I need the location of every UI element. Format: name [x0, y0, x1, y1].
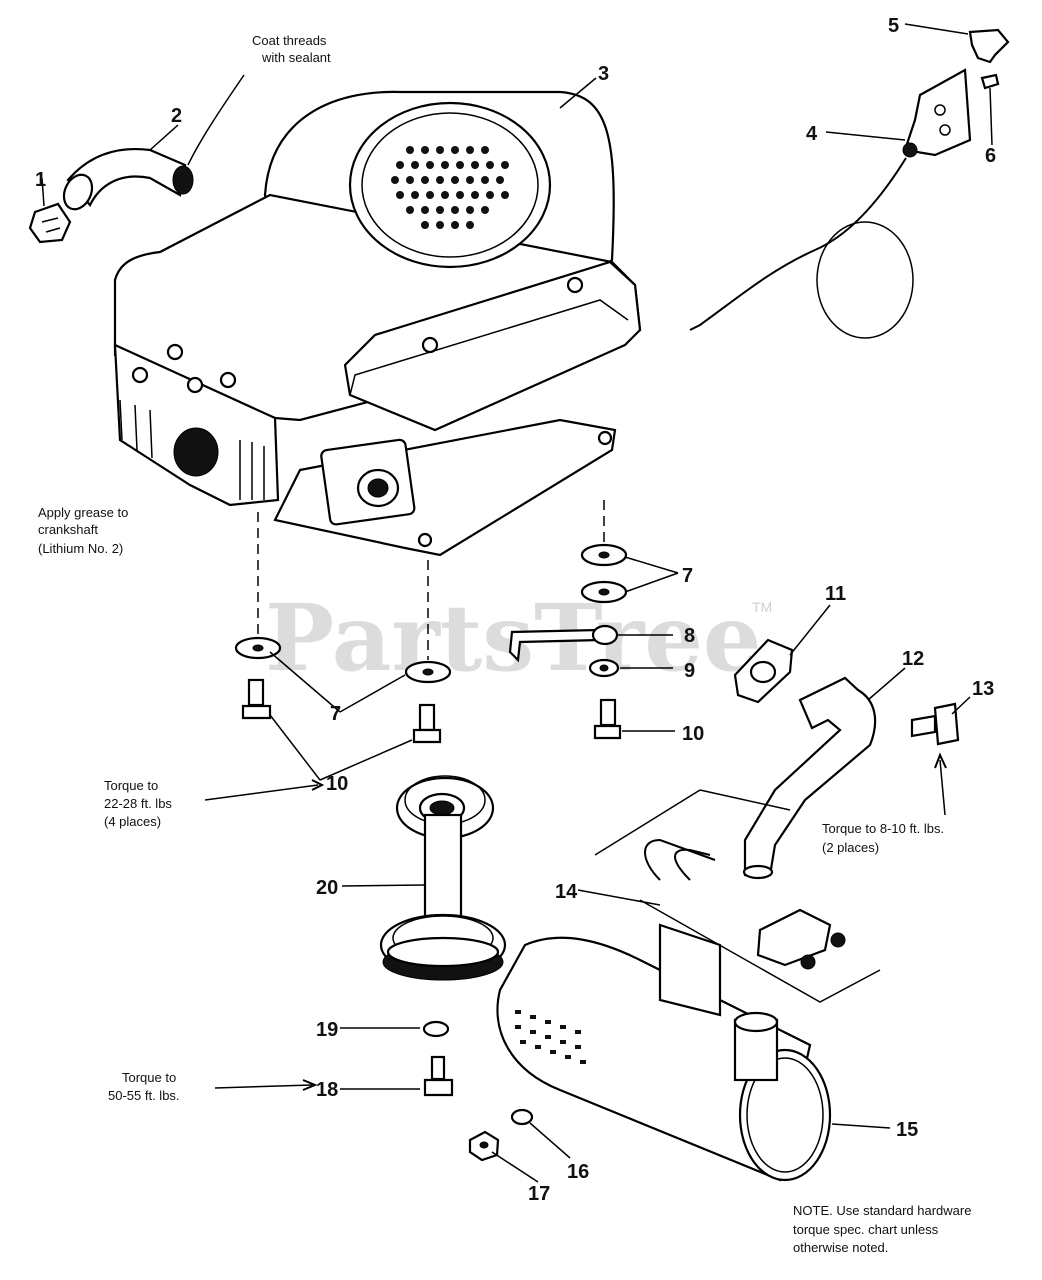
callout-12: 12: [902, 648, 924, 670]
part-9-washer[interactable]: [588, 658, 620, 678]
part-10-bolt-mid[interactable]: [412, 703, 442, 744]
part-8-bracket[interactable]: [508, 624, 619, 663]
callout-10-left: 10: [326, 773, 348, 795]
watermark-tm: TM: [752, 599, 772, 615]
note-torque50-line-1: Torque to: [122, 1070, 176, 1085]
part-6-screw[interactable]: [980, 73, 1000, 90]
callout-5: 5: [888, 15, 899, 37]
note-grease-line-1: Apply grease to: [38, 505, 128, 520]
part-10-bolt-right[interactable]: [593, 698, 622, 740]
callout-13: 13: [972, 678, 994, 700]
callout-2: 2: [171, 105, 182, 127]
callout-16: 16: [567, 1161, 589, 1183]
note-torque8-line-1: Torque to 8-10 ft. lbs.: [822, 821, 944, 836]
callout-20: 20: [316, 877, 338, 899]
callout-18: 18: [316, 1079, 338, 1101]
note-standard-line-2: torque spec. chart unless: [793, 1222, 939, 1237]
callout-7-left: 7: [330, 703, 341, 725]
callout-9: 9: [684, 660, 695, 682]
note-torque50-line-2: 50-55 ft. lbs.: [108, 1088, 180, 1103]
part-7-washer-mid[interactable]: [404, 660, 452, 684]
engine-assembly[interactable]: [113, 90, 642, 557]
callout-4: 4: [806, 123, 818, 145]
callout-3: 3: [598, 63, 609, 85]
note-torque22-line-3: (4 places): [104, 814, 161, 829]
leader-lines: [41, 23, 993, 1183]
callout-numbers: 1 2 3 4 5 6 7 7 8 9 10 10 11 12 13 14 15…: [35, 15, 996, 1205]
callout-1: 1: [35, 169, 46, 191]
callout-19: 19: [316, 1019, 338, 1041]
note-torque22-line-2: 22-28 ft. lbs: [104, 796, 172, 811]
part-11-gasket[interactable]: [733, 638, 794, 704]
callout-7-right: 7: [682, 565, 693, 587]
part-12-exhaust-pipe[interactable]: [742, 676, 877, 880]
part-7-washer-right-bottom[interactable]: [580, 580, 628, 604]
callout-17: 17: [528, 1183, 550, 1205]
note-grease-line-2: crankshaft: [38, 522, 98, 537]
note-torque22-line-1: Torque to: [104, 778, 158, 793]
note-standard-line-3: otherwise noted.: [793, 1240, 888, 1255]
part-15-muffler[interactable]: [496, 923, 832, 1182]
note-coat-line-1: Coat threads: [252, 33, 327, 48]
part-4-throttle-control[interactable]: [689, 68, 972, 339]
callout-10-right: 10: [682, 723, 704, 745]
part-14-clamp-kit[interactable]: [594, 789, 881, 1003]
part-7-washer-left[interactable]: [234, 636, 282, 660]
note-grease-line-3: (Lithium No. 2): [38, 541, 123, 556]
note-coat-line-2: with sealant: [261, 50, 331, 65]
part-13-bolt[interactable]: [910, 702, 960, 746]
callout-6: 6: [985, 145, 996, 167]
part-2-elbow[interactable]: [59, 147, 194, 214]
part-7-washer-right-top[interactable]: [580, 543, 628, 567]
notes: Coat threads with sealant Apply grease t…: [38, 33, 971, 1255]
part-1-cap[interactable]: [28, 202, 72, 244]
part-16-lockwasher[interactable]: [510, 1108, 534, 1126]
part-18-bolt[interactable]: [423, 1055, 454, 1097]
part-17-nut[interactable]: [468, 1130, 500, 1162]
part-19-lockwasher[interactable]: [422, 1020, 450, 1038]
callout-15: 15: [896, 1119, 918, 1141]
callout-11: 11: [825, 583, 846, 605]
part-20-pulley[interactable]: [379, 775, 507, 981]
part-5-knob[interactable]: [968, 28, 1010, 64]
note-standard-line-1: NOTE. Use standard hardware: [793, 1203, 971, 1218]
callout-14: 14: [555, 881, 578, 903]
callout-8: 8: [684, 625, 695, 647]
note-torque8-line-2: (2 places): [822, 840, 879, 855]
part-10-bolt-left[interactable]: [241, 678, 272, 720]
